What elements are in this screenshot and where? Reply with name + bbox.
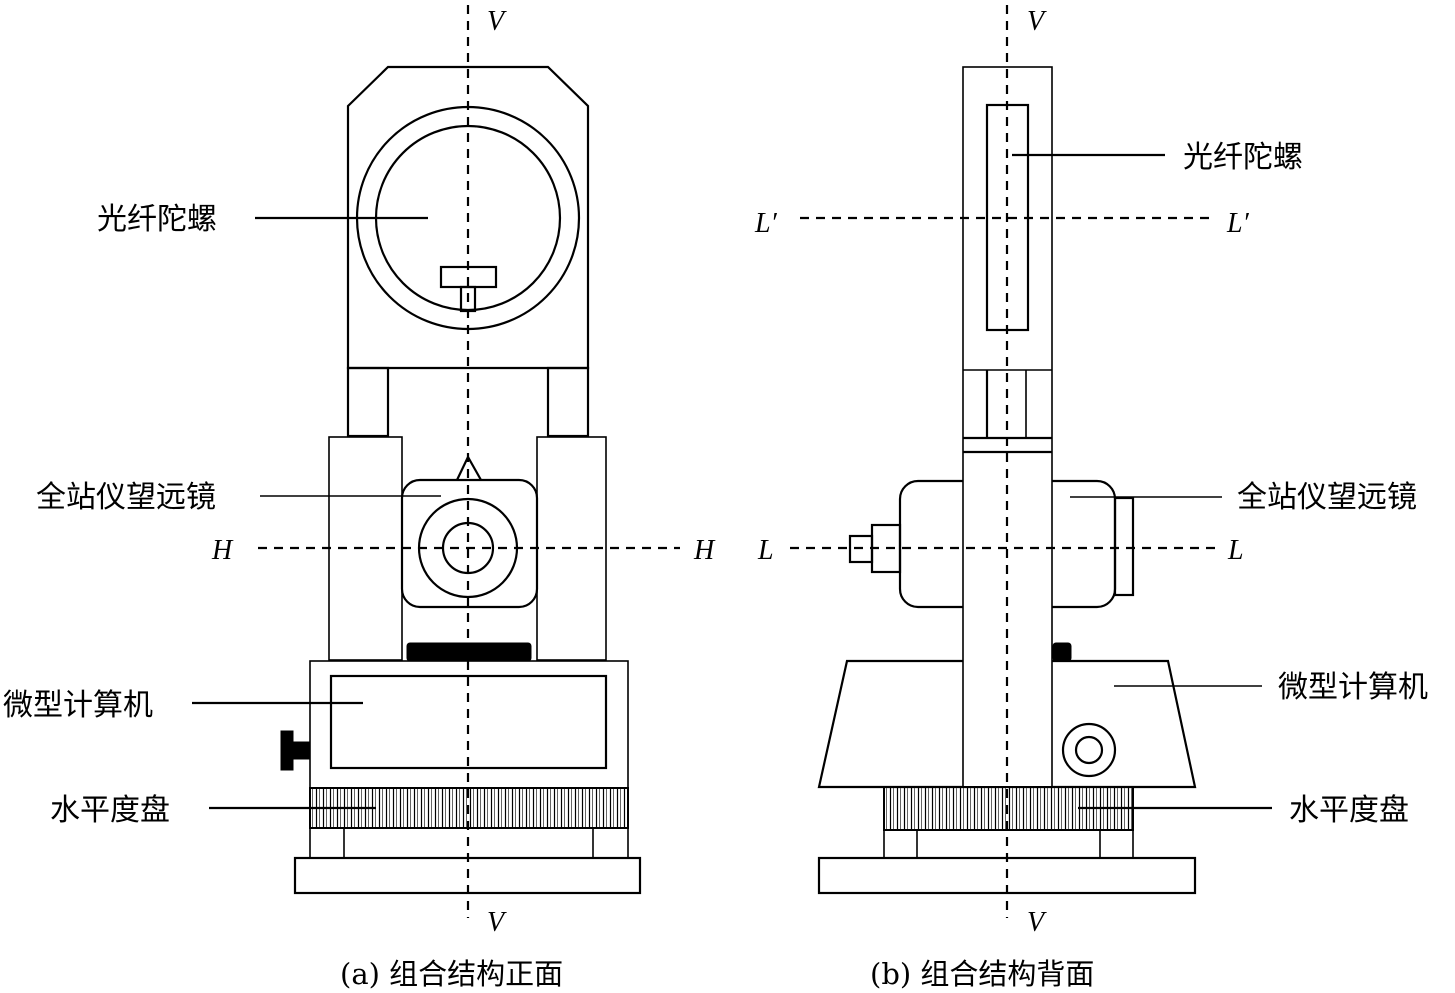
front-telescope-body — [400, 478, 539, 609]
front-computer-label: 微型计算机 — [3, 688, 153, 723]
front-view: 光纤陀螺 全站仪望远镜 微型计算机 水平度盘 V V H H (a) 组合结构正… — [3, 5, 716, 991]
front-telescope-label: 全站仪望远镜 — [36, 480, 216, 515]
back-computer-knob-inner — [1074, 735, 1104, 765]
back-dial-label: 水平度盘 — [1289, 793, 1409, 828]
front-h-left-label: H — [211, 535, 234, 566]
back-black-tab — [1052, 642, 1072, 662]
back-computer-knob-outer — [1061, 722, 1117, 778]
back-telescope-label: 全站仪望远镜 — [1237, 480, 1417, 515]
back-v-top-label: V — [1027, 6, 1047, 37]
front-right-arm-upper — [546, 366, 590, 438]
front-caption: (a) 组合结构正面 — [340, 957, 563, 991]
back-view: 光纤陀螺 全站仪望远镜 微型计算机 水平度盘 V V L′ L′ L L (b)… — [754, 5, 1428, 991]
front-h-right-label: H — [693, 535, 716, 566]
back-lprime-right-label: L′ — [1226, 208, 1250, 239]
back-gyro-label: 光纤陀螺 — [1183, 140, 1303, 175]
front-computer-screen — [329, 674, 608, 770]
back-lprime-left-label: L′ — [754, 208, 778, 239]
back-computer-label: 微型计算机 — [1278, 670, 1428, 705]
front-v-bottom-label: V — [487, 907, 507, 938]
front-dial-label: 水平度盘 — [50, 793, 170, 828]
back-l-right-label: L — [1227, 535, 1244, 566]
front-gyro-label: 光纤陀螺 — [97, 202, 217, 237]
front-v-top-label: V — [487, 6, 507, 37]
back-v-bottom-label: V — [1027, 907, 1047, 938]
front-left-arm-upper — [346, 366, 390, 438]
front-side-knob — [280, 730, 311, 771]
back-l-left-label: L — [757, 535, 774, 566]
back-base-riser — [883, 829, 1134, 859]
back-objective-cap — [1113, 496, 1135, 597]
back-caption: (b) 组合结构背面 — [870, 957, 1094, 991]
